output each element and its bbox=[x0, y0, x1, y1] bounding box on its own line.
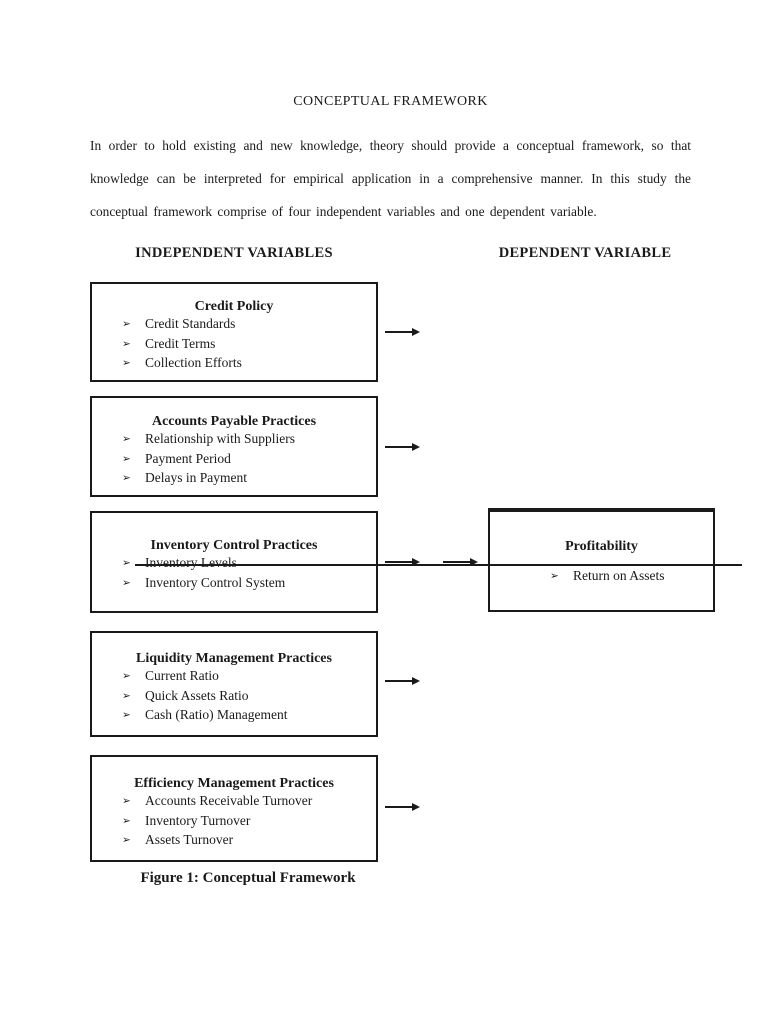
list-item: ➢ Inventory Control System bbox=[92, 574, 376, 594]
variable-box-accounts-payable: Accounts Payable Practices ➢ Relationship… bbox=[90, 396, 378, 497]
right-arrow-connector bbox=[385, 328, 420, 335]
paragraph-line: In order to hold existing and new knowle… bbox=[90, 138, 691, 153]
list-item-label: Collection Efforts bbox=[145, 355, 242, 370]
list-item: ➢ Assets Turnover bbox=[92, 831, 376, 851]
figure-caption: Figure 1: Conceptual Framework bbox=[140, 870, 356, 886]
list-item: ➢ Return on Assets bbox=[490, 567, 713, 587]
arrow-bullet-icon: ➢ bbox=[122, 318, 131, 330]
list-item: ➢ Delays in Payment bbox=[92, 469, 376, 489]
right-arrow-connector bbox=[385, 677, 420, 684]
variable-box-liquidity-management: Liquidity Management Practices ➢ Current … bbox=[90, 631, 378, 737]
list-item-label: Return on Assets bbox=[573, 568, 665, 583]
list-item-label: Cash (Ratio) Management bbox=[145, 707, 288, 722]
arrow-bullet-icon: ➢ bbox=[122, 795, 131, 807]
list-item-label: Inventory Control System bbox=[145, 574, 286, 590]
list-item-label: Delays in Payment bbox=[145, 470, 247, 485]
arrow-bullet-icon: ➢ bbox=[122, 814, 131, 827]
list-item: ➢ Inventory Levels bbox=[92, 554, 376, 574]
horizontal-line bbox=[135, 564, 742, 566]
right-arrow-connector bbox=[385, 443, 420, 450]
arrow-bullet-icon: ➢ bbox=[122, 472, 131, 484]
right-arrow-connector bbox=[385, 558, 420, 565]
variable-box-credit-policy: Credit Policy ➢ Credit Standards ➢ Credit … bbox=[90, 282, 378, 382]
list-item-label: Relationship with Suppliers bbox=[145, 431, 295, 446]
variable-box-inventory-control: Inventory Control Practices ➢ Inventory L… bbox=[90, 511, 378, 613]
arrow-bullet-icon: ➢ bbox=[550, 570, 559, 582]
box-title: Inventory Control Practices bbox=[150, 538, 318, 553]
arrow-bullet-icon: ➢ bbox=[122, 834, 131, 846]
arrow-bullet-icon: ➢ bbox=[122, 337, 131, 350]
right-arrow-connector bbox=[385, 803, 420, 810]
list-item: ➢ Credit Standards bbox=[92, 315, 376, 335]
intro-paragraph: In order to hold existing and new knowle… bbox=[90, 129, 691, 228]
arrow-bullet-icon: ➢ bbox=[122, 576, 131, 589]
list-item: ➢ Credit Terms bbox=[92, 335, 376, 355]
list-item-label: Assets Turnover bbox=[145, 832, 234, 847]
list-item: ➢ Payment Period bbox=[92, 450, 376, 470]
list-item: ➢ Cash (Ratio) Management bbox=[92, 706, 376, 726]
list-item-label: Payment Period bbox=[145, 450, 231, 466]
list-item-label: Inventory Turnover bbox=[145, 812, 251, 828]
list-item: ➢ Inventory Turnover bbox=[92, 812, 376, 832]
box-title: Efficiency Management Practices bbox=[134, 776, 334, 791]
list-item: ➢ Quick Assets Ratio bbox=[92, 687, 376, 707]
box-title: Liquidity Management Practices bbox=[136, 651, 332, 666]
arrow-bullet-icon: ➢ bbox=[122, 357, 131, 369]
list-item-label: Current Ratio bbox=[145, 668, 219, 683]
arrow-bullet-icon: ➢ bbox=[122, 670, 131, 682]
list-item: ➢ Relationship with Suppliers bbox=[92, 430, 376, 450]
list-item-label: Credit Standards bbox=[145, 316, 236, 331]
arrow-bullet-icon: ➢ bbox=[122, 452, 131, 465]
arrow-bullet-icon: ➢ bbox=[122, 709, 131, 721]
variable-box-efficiency-management: Efficiency Management Practices ➢ Account… bbox=[90, 755, 378, 862]
paragraph-line: conceptual framework comprise of four in… bbox=[90, 204, 597, 219]
list-item-label: Credit Terms bbox=[145, 335, 216, 351]
dependent-variable-header: DEPENDENT VARIABLE bbox=[498, 245, 672, 261]
list-item: ➢ Current Ratio bbox=[92, 667, 376, 687]
box-title: Credit Policy bbox=[194, 299, 274, 314]
right-arrow-connector bbox=[443, 558, 478, 565]
list-item: ➢ Collection Efforts bbox=[92, 354, 376, 374]
independent-variables-header: INDEPENDENT VARIABLES bbox=[135, 245, 333, 261]
list-item-label: Quick Assets Ratio bbox=[145, 687, 249, 703]
paragraph-line: knowledge can be interpreted for empiric… bbox=[90, 171, 691, 186]
box-title: Accounts Payable Practices bbox=[151, 414, 317, 429]
box-title: Profitability bbox=[565, 539, 638, 554]
arrow-bullet-icon: ➢ bbox=[122, 557, 131, 569]
dependent-box-profitability: Profitability ➢ Return on Assets bbox=[488, 508, 715, 612]
arrow-bullet-icon: ➢ bbox=[122, 689, 131, 702]
list-item: ➢ Accounts Receivable Turnover bbox=[92, 792, 376, 812]
page-title: CONCEPTUAL FRAMEWORK bbox=[293, 94, 488, 109]
arrow-bullet-icon: ➢ bbox=[122, 433, 131, 445]
list-item-label: Accounts Receivable Turnover bbox=[145, 793, 313, 808]
list-item-label: Inventory Levels bbox=[145, 555, 237, 570]
